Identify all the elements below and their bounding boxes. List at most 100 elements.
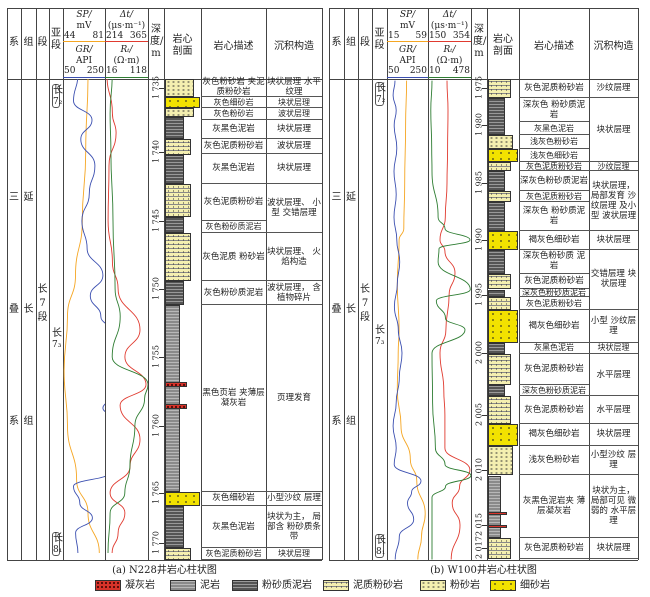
log-curve-rt-track	[107, 79, 148, 554]
structure-cell: 波状层理， 含植物碎片	[266, 281, 322, 306]
log-curve-sp	[63, 79, 100, 554]
header-formation: 组	[346, 37, 356, 48]
depth-label: 1 750	[151, 277, 161, 300]
depth-tick	[159, 289, 164, 290]
depth-label: 1 975	[474, 76, 484, 99]
scale-gr-max: 250	[86, 66, 104, 76]
submember-sub: 7₂	[376, 95, 386, 105]
lithology-muddysilt	[165, 233, 191, 281]
lithology-siltymud	[165, 216, 184, 234]
depth-label: 1 980	[474, 113, 484, 136]
lithology-muddysilt	[165, 183, 191, 217]
log-curve-dt-track	[439, 80, 471, 560]
legend-line-dt	[428, 41, 471, 42]
lithology-siltymud	[488, 289, 505, 298]
column-divider	[21, 8, 22, 560]
lithology-fine	[488, 423, 518, 446]
core-description-cell: 深灰色 粉砂质泥岩	[519, 98, 589, 123]
scale-gr-min: 50	[388, 66, 400, 76]
lithology-siltymud	[165, 506, 184, 548]
submember-sub: 8₁	[376, 547, 386, 557]
scale-dt-min: 214	[106, 31, 124, 41]
depth-label: 2 000	[474, 341, 484, 364]
depth-label: 1 770	[151, 531, 161, 554]
structure-cell: 页理发育	[266, 305, 322, 492]
core-description-cell: 灰色粉砂岩	[201, 108, 266, 120]
core-description-cell: 灰色粉砂岩 夹泥质粉砂岩	[201, 77, 266, 98]
lithology-muddysilt	[488, 79, 511, 99]
formation-label: 延长组	[23, 192, 34, 427]
core-description-cell: 灰黑色泥岩	[519, 122, 589, 136]
legend-line-dt	[105, 41, 148, 42]
lithology-muddysilt	[488, 396, 511, 424]
structure-cell: 块状层理	[589, 538, 638, 559]
depth-tick	[159, 152, 164, 153]
core-description-cell: 褐灰色细砂岩	[519, 310, 589, 343]
core-description-cell: 灰色泥质粉砂岩	[519, 538, 589, 559]
scale-rt-max: 118	[129, 66, 147, 76]
header-member: 段	[37, 37, 48, 48]
legend-label: 泥岩	[200, 580, 220, 591]
lithology-fine	[488, 149, 518, 163]
frame-bottom	[7, 560, 322, 561]
structure-cell: 小型沙纹 层理	[266, 492, 322, 506]
lithology-muddysilt	[488, 274, 511, 290]
core-description-cell: 浅灰色细砂岩	[519, 149, 589, 163]
depth-tick	[159, 221, 164, 222]
lithology-fine	[165, 96, 200, 109]
submember-label: 长	[375, 325, 385, 336]
header-member: 段	[360, 37, 370, 48]
submember-label: 长	[53, 85, 63, 96]
structure-cell: 块状层理	[589, 231, 638, 250]
core-description-cell: 灰色粉砂质泥岩	[201, 221, 266, 234]
submember-label: 长	[53, 533, 63, 544]
core-description-cell: 浅灰色粉砂岩	[519, 135, 589, 150]
structure-cell: 块状层理， 局部发育 沙纹层理 及小型 波状层理	[589, 171, 638, 231]
lithology-muddysilt	[165, 548, 191, 560]
scale-gr-min: 50	[64, 66, 76, 76]
header-depth: 深度/m	[150, 24, 164, 59]
scale-gr-max: 250	[409, 66, 427, 76]
lithology-silt	[165, 79, 194, 97]
structure-cell: 块状层理	[266, 548, 322, 560]
core-description-cell: 灰色泥质粉砂岩	[519, 162, 589, 172]
header-dt: Δt/	[442, 10, 457, 20]
structure-cell: 沙纹层理	[589, 79, 638, 99]
submember-sub: 8₁	[53, 545, 63, 555]
core-description-cell: 灰色泥质粉砂岩	[519, 297, 589, 311]
lithology-silt	[165, 108, 194, 118]
column-divider	[105, 8, 106, 560]
lithology-muddysilt	[488, 190, 511, 203]
legend-line-sp	[63, 41, 105, 42]
structure-cell: 块状层理	[589, 424, 638, 446]
column-divider	[471, 8, 472, 560]
legend-label: 细砂岩	[520, 580, 550, 591]
header-divider	[329, 79, 638, 80]
header-gr-unit: API	[399, 56, 416, 66]
lithology-tuff	[165, 381, 187, 388]
member-char: 段	[37, 312, 48, 323]
member-char: 长	[37, 284, 48, 295]
column-divider	[428, 8, 429, 560]
column-divider	[519, 8, 520, 560]
structure-cell: 波状层理	[266, 139, 322, 155]
core-description-cell: 灰黑色泥岩	[519, 343, 589, 355]
lithology-muddysilt	[488, 297, 511, 311]
member-char: 长	[360, 284, 370, 295]
lithology-mud	[488, 475, 501, 538]
log-curve-gr-track	[392, 80, 422, 560]
column-divider	[329, 8, 330, 560]
lithology-tuff	[488, 525, 507, 529]
lithology-siltymud	[165, 280, 184, 306]
core-description-cell: 黑色页岩 夹薄层 凝灰岩	[201, 305, 266, 492]
column-divider	[322, 8, 323, 560]
depth-tick	[482, 470, 487, 471]
depth-label: 1 760	[151, 414, 161, 437]
structure-cell: 水平层理	[589, 396, 638, 424]
depth-tick	[482, 183, 487, 184]
scale-rt-min: 10	[429, 66, 441, 76]
legend-swatch-fine	[490, 580, 516, 591]
scale-dt-max: 354	[452, 31, 470, 41]
core-description-cell: 灰黑色泥岩夹 薄层凝灰岩	[519, 476, 589, 538]
